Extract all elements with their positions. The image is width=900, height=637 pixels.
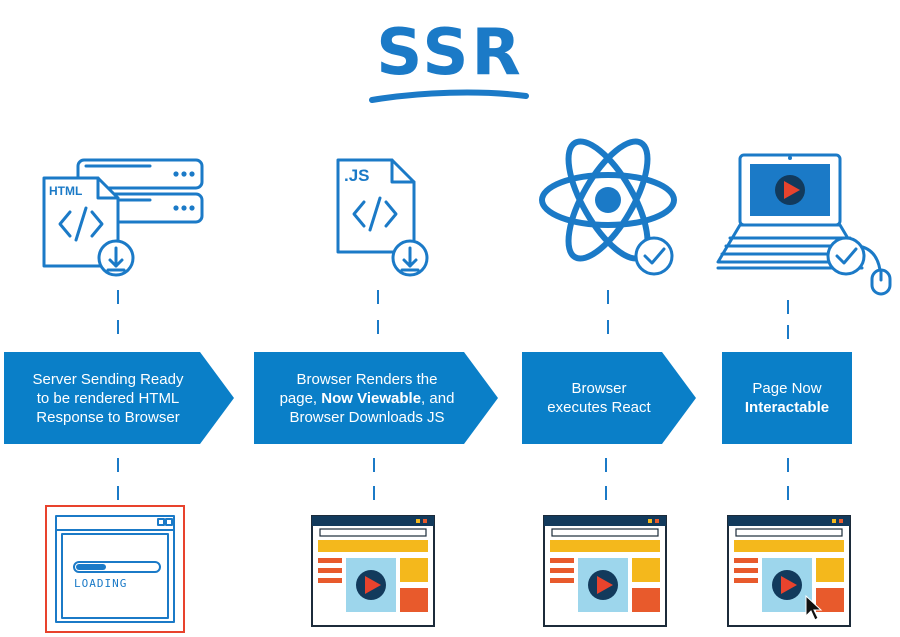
label-segment-bold: Interactable — [744, 399, 830, 416]
stage-label-line: Interactable — [745, 398, 829, 417]
connector-dash — [787, 300, 789, 314]
stage-label-browser-renders: Browser Renders the page, Now Viewable, … — [262, 352, 472, 444]
loading-text: LOADING — [74, 577, 128, 590]
connector-dash — [605, 486, 607, 500]
connector-dash — [117, 290, 119, 304]
connector-dash — [117, 320, 119, 334]
js-file-tag: .JS — [344, 166, 370, 185]
stage-label-line: executes React — [547, 399, 651, 416]
code-glyph: </> — [58, 214, 59, 215]
stage-label-browser-executes: Browser executes React — [526, 352, 672, 444]
connector-dash — [605, 458, 607, 472]
connector-dash — [787, 486, 789, 500]
connector-dash — [117, 486, 119, 500]
stage-label-line: Server Sending Ready — [32, 370, 184, 388]
stage-label-line: page, Now Viewable, and — [280, 389, 455, 408]
connector-dash — [607, 290, 609, 304]
stage-label-line: Page Now — [752, 380, 822, 397]
cursor-icon — [805, 594, 823, 621]
connector-dash — [377, 320, 379, 334]
stage-label-line: Browser Downloads JS — [289, 408, 445, 426]
connector-dash — [117, 458, 119, 472]
stage-label-line: Browser Renders the — [296, 370, 438, 388]
diagram-title: SSR — [376, 16, 524, 90]
connector-dash — [787, 458, 789, 472]
label-segment: page, — [279, 389, 322, 407]
stage-label-line: Browser — [571, 380, 627, 397]
label-segment: , and — [421, 389, 455, 407]
stage-label-line: Response to Browser — [36, 408, 180, 426]
stage-label-server-sending: Server Sending Ready to be rendered HTML… — [10, 352, 206, 444]
connector-dash — [373, 486, 375, 500]
connector-dash — [787, 325, 789, 339]
label-segment-bold: Now Viewable — [321, 389, 422, 407]
stage-label-line: to be rendered HTML — [36, 389, 180, 407]
connector-dash — [373, 458, 375, 472]
html-file-tag: HTML — [49, 184, 83, 198]
connector-dash — [607, 320, 609, 334]
connector-dash — [377, 290, 379, 304]
stage-label-page-interactable: Page Now Interactable — [722, 352, 852, 444]
